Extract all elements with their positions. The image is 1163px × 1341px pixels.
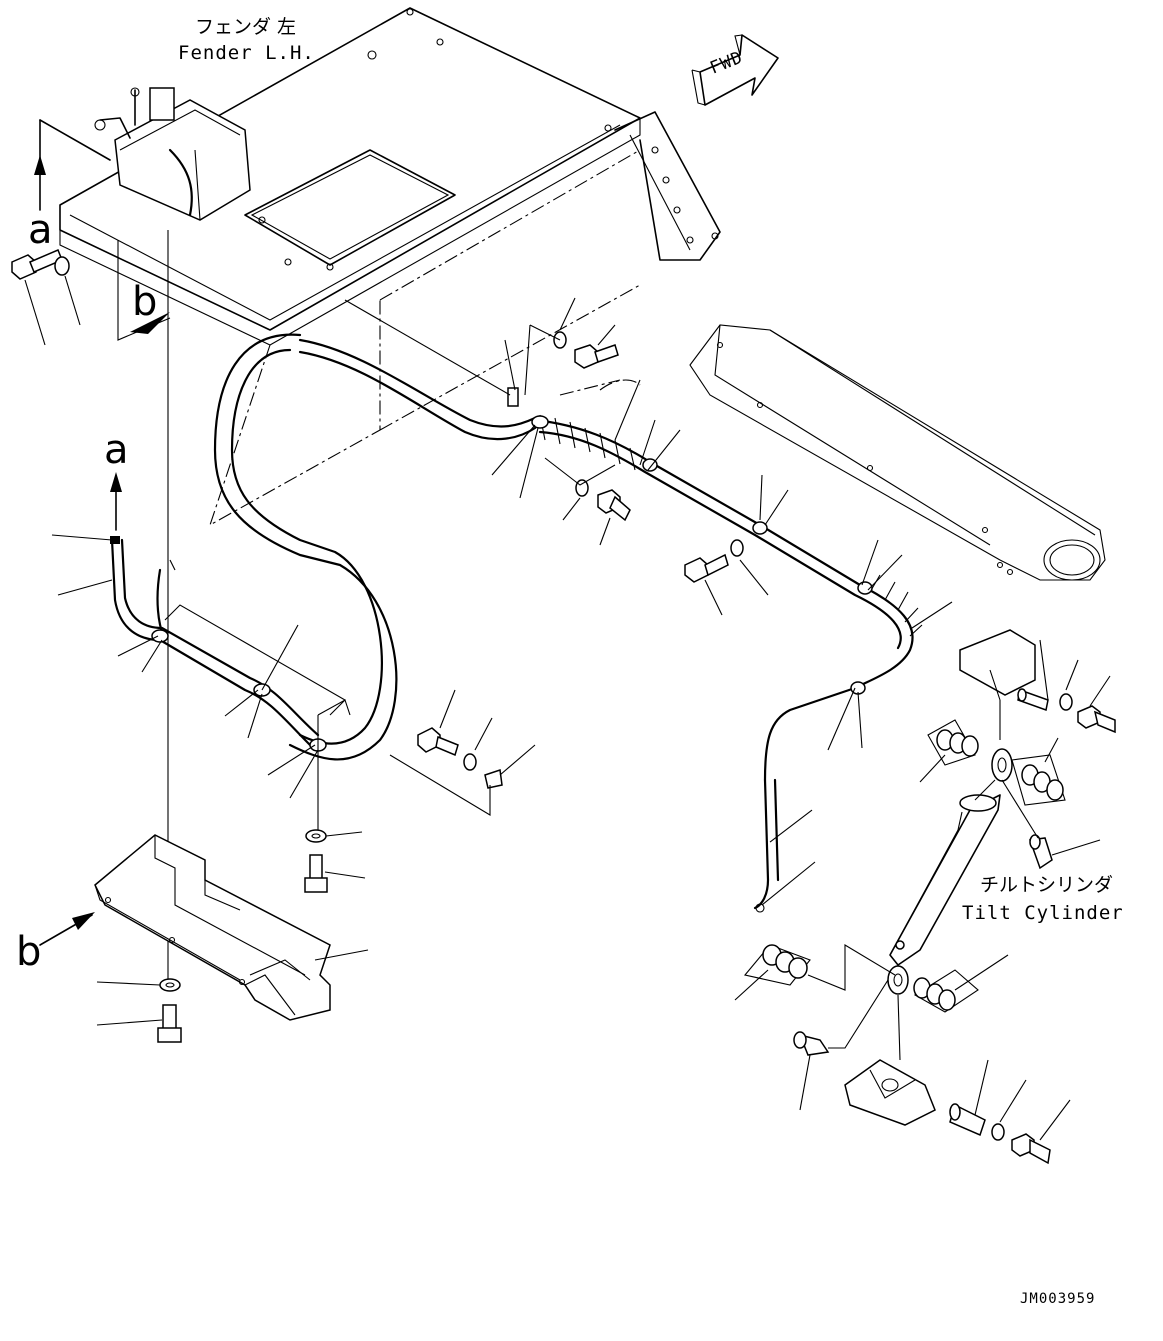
hose-right	[533, 379, 923, 913]
fender-panel	[59, 7, 641, 346]
rear-panel-dashed	[209, 149, 641, 527]
leader-lines	[51, 379, 953, 906]
shield-plate	[164, 604, 351, 716]
fender-label-en: Fender L.H.	[178, 42, 315, 64]
ref-arrow-b-top	[117, 240, 171, 341]
hose-left	[110, 472, 320, 747]
valve-assembly	[39, 87, 251, 221]
washer-bolt-bottom	[96, 978, 182, 1043]
ref-label-a-top: a	[28, 207, 53, 253]
shims-lower-left	[734, 944, 896, 1001]
tilt-cylinder-label-jp: チルトシリンダ	[980, 874, 1114, 896]
boom-arm	[689, 324, 1106, 581]
hose-main	[213, 333, 537, 761]
drawing-code: JM003959	[1020, 1291, 1096, 1307]
ref-arrow-a-top	[34, 119, 46, 211]
bolt-lower-mid	[389, 689, 536, 816]
pin-set-top	[1017, 659, 1116, 734]
clamps-left	[151, 629, 327, 752]
shims-lower-right	[913, 954, 1009, 1013]
shims-upper-left	[919, 719, 979, 783]
tilt-cylinder	[844, 629, 1049, 1126]
fwd-arrow-icon	[691, 34, 779, 106]
ref-label-b-top: b	[132, 279, 158, 325]
ref-arrow-b-lower	[39, 912, 95, 946]
clamps-right	[531, 415, 873, 695]
washer-bolt-center	[304, 829, 366, 893]
clip-top	[344, 299, 519, 407]
ref-label-b-lower: b	[16, 929, 42, 975]
grease-fitting-lower	[793, 979, 889, 1111]
lower-cover	[94, 834, 369, 1021]
grease-fitting-upper	[1001, 779, 1101, 870]
bolt-mid-2	[544, 457, 631, 546]
bolt-mid-1	[524, 297, 619, 396]
shims-upper-right	[1011, 737, 1066, 806]
fender-label-jp: フェンダ 左	[195, 16, 297, 38]
fender-bracket	[614, 111, 721, 261]
bolt-top-left	[11, 249, 81, 346]
bolt-mid-3	[684, 539, 769, 616]
ref-label-a-lower: a	[104, 427, 129, 473]
pin-set-bottom	[949, 1059, 1071, 1165]
tilt-cylinder-label-en: Tilt Cylinder	[962, 902, 1124, 924]
